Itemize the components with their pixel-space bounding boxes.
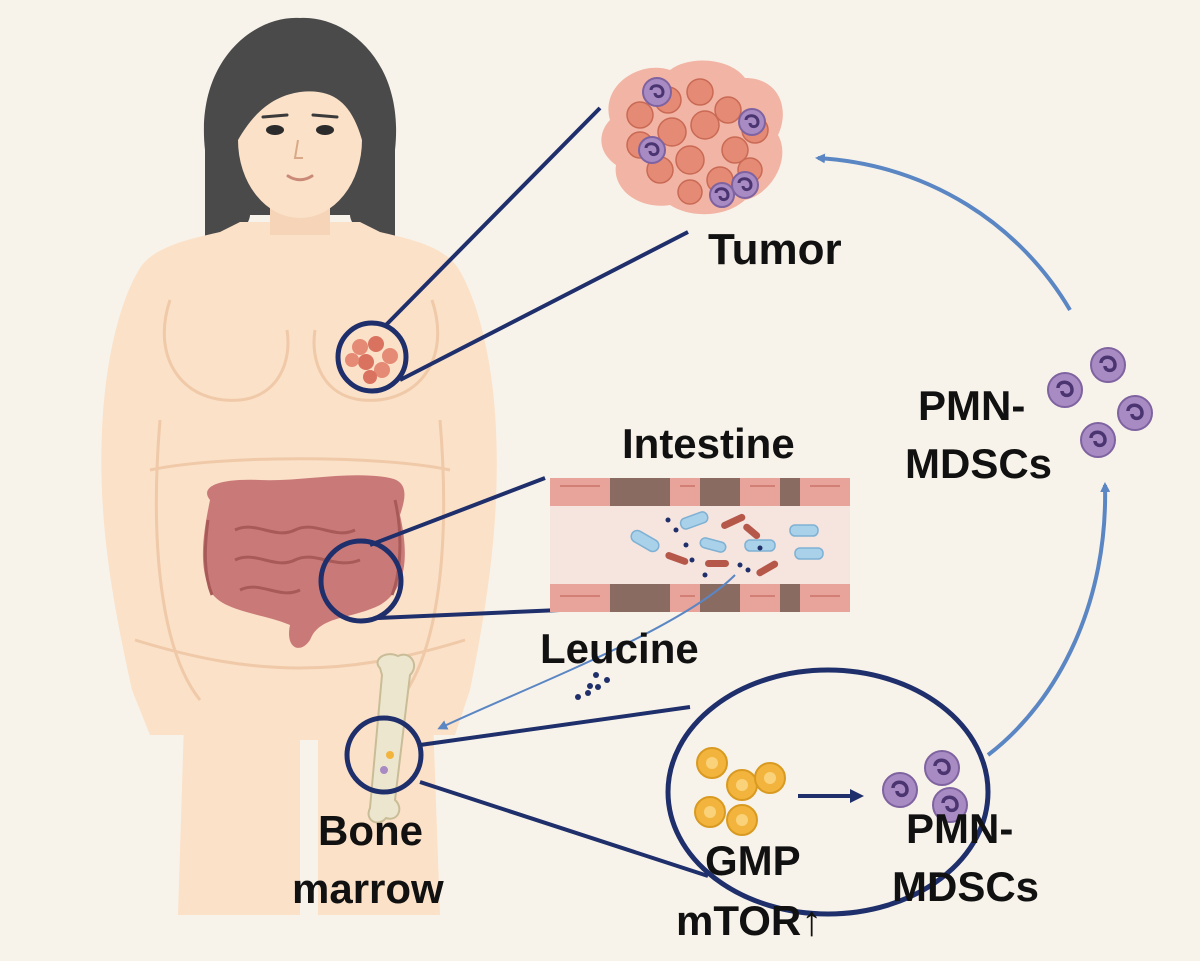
intestine-organ-icon xyxy=(202,475,405,648)
leucine-label: Leucine xyxy=(540,625,699,672)
intestine-label: Intestine xyxy=(622,420,795,467)
tumor-zoom-circle xyxy=(335,320,409,394)
tumor-label: Tumor xyxy=(708,225,842,274)
bone-marrow-label-line1: Bone xyxy=(318,807,423,854)
flow-arrow-to-pmn-upper xyxy=(986,482,1111,757)
leucine-flow-arrow xyxy=(437,574,736,730)
connector-lines xyxy=(369,106,709,878)
gut-lumen-bacteria-icon xyxy=(550,478,850,612)
woman-body-illustration xyxy=(101,17,497,915)
pmn-mdscs-upper-label-line2: MDSCs xyxy=(905,440,1053,487)
leucine-dots xyxy=(575,672,610,700)
pmn-mdscs-lower-label-line2: MDSCs xyxy=(892,863,1040,910)
intestine-zoom-circle xyxy=(318,538,404,624)
bone-marrow-zoom-circle xyxy=(344,715,424,795)
mtor-label: mTOR↑ xyxy=(676,897,823,944)
pmn-mdscs-lower-label-line1: PMN- xyxy=(906,805,1014,852)
bone-marrow-detail-oval xyxy=(665,667,991,917)
pmn-mdsc-cell-icon-lower xyxy=(882,750,968,823)
tumor-cluster-icon xyxy=(601,60,783,215)
pmn-mdscs-upper-label-line1: PMN- xyxy=(918,382,1026,429)
femur-bone-icon xyxy=(367,653,416,824)
flow-arrow-to-tumor xyxy=(815,153,1072,312)
tumor-mdsc-cells xyxy=(638,77,766,208)
gmp-cell-icon xyxy=(694,747,786,836)
bone-marrow-label-line2: marrow xyxy=(292,865,444,912)
gmp-label: GMP xyxy=(705,837,801,884)
pmn-mdsc-cell-icon-upper xyxy=(1047,347,1153,458)
